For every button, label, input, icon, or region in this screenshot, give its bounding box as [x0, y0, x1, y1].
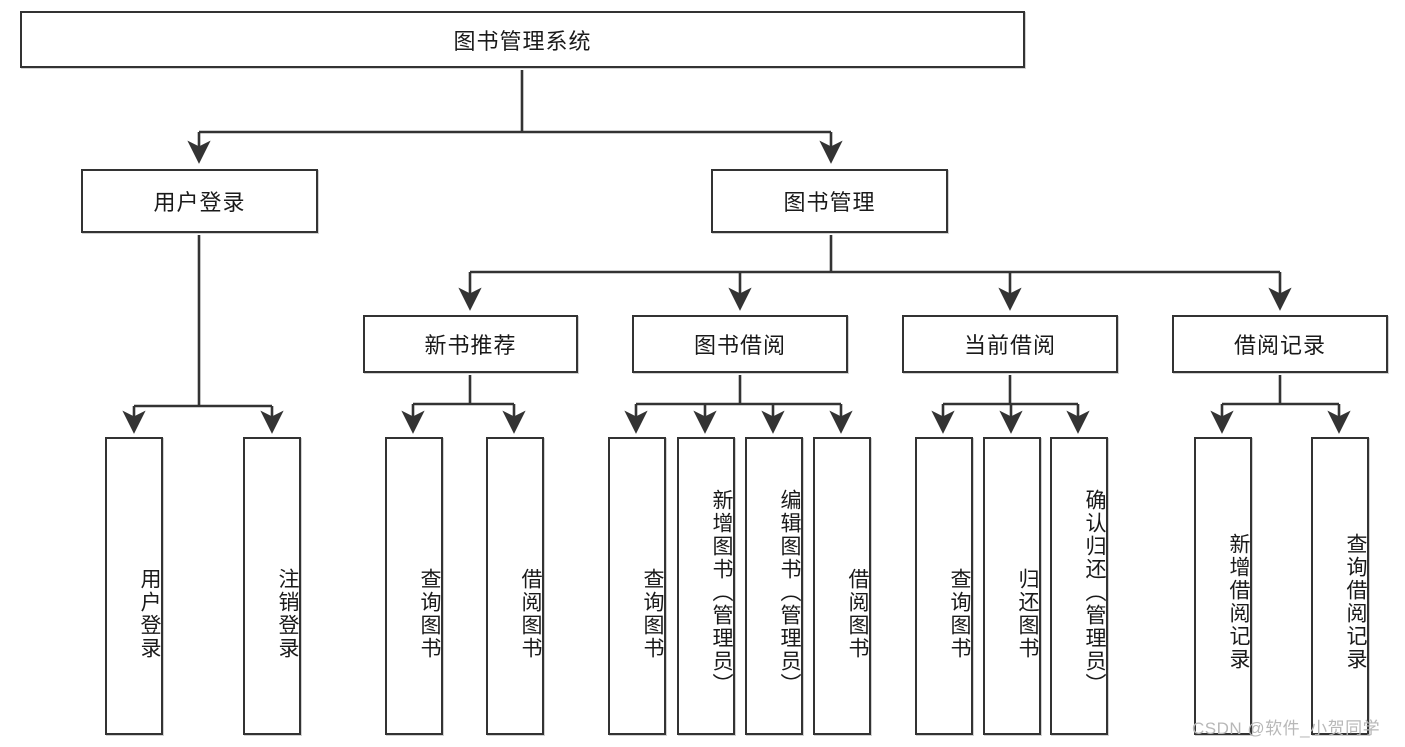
node-label: 新增借阅记录 [1227, 533, 1250, 671]
leaf-return-book[interactable]: 归还图书 [983, 437, 1041, 735]
leaf-add-record[interactable]: 新增借阅记录 [1194, 437, 1252, 735]
node-label: 注销登录 [276, 568, 299, 660]
leaf-query-book-3[interactable]: 查询图书 [915, 437, 973, 735]
node-label: 图书借阅 [693, 333, 786, 358]
node-label: 图书管理系统 [453, 28, 592, 54]
node-label: 借阅图书 [846, 568, 869, 660]
node-label: 用户登录 [138, 568, 161, 660]
node-book-management[interactable]: 图书管理 [711, 169, 948, 233]
node-label: 确认归还（管理员） [1083, 488, 1106, 696]
node-label: 当前借阅 [963, 333, 1056, 358]
node-label: 查询图书 [418, 568, 441, 660]
node-label: 编辑图书（管理员） [778, 488, 801, 696]
leaf-query-book-1[interactable]: 查询图书 [385, 437, 443, 735]
watermark-text: CSDN @软件_小贺同学 [1192, 719, 1381, 738]
node-label: 归还图书 [1016, 568, 1039, 660]
node-label: 查询借阅记录 [1344, 533, 1367, 671]
node-new-book-recommend[interactable]: 新书推荐 [363, 315, 578, 373]
node-label: 新书推荐 [424, 333, 517, 358]
node-borrow-record[interactable]: 借阅记录 [1172, 315, 1388, 373]
node-user-login[interactable]: 用户登录 [81, 169, 318, 233]
leaf-user-login[interactable]: 用户登录 [105, 437, 163, 735]
node-label: 借阅记录 [1233, 333, 1326, 358]
leaf-borrow-book-2[interactable]: 借阅图书 [813, 437, 871, 735]
leaf-logout-login[interactable]: 注销登录 [243, 437, 301, 735]
node-book-borrow[interactable]: 图书借阅 [632, 315, 848, 373]
leaf-add-book[interactable]: 新增图书（管理员） [677, 437, 735, 735]
node-label: 用户登录 [153, 190, 246, 215]
leaf-edit-book[interactable]: 编辑图书（管理员） [745, 437, 803, 735]
node-label: 查询图书 [641, 568, 664, 660]
node-current-borrow[interactable]: 当前借阅 [902, 315, 1118, 373]
node-root-system[interactable]: 图书管理系统 [20, 11, 1025, 68]
node-label: 新增图书（管理员） [710, 488, 733, 696]
node-label: 查询图书 [948, 568, 971, 660]
leaf-query-record[interactable]: 查询借阅记录 [1311, 437, 1369, 735]
leaf-query-book-2[interactable]: 查询图书 [608, 437, 666, 735]
node-label: 借阅图书 [519, 568, 542, 660]
node-label: 图书管理 [783, 190, 876, 215]
leaf-borrow-book-1[interactable]: 借阅图书 [486, 437, 544, 735]
leaf-confirm-return[interactable]: 确认归还（管理员） [1050, 437, 1108, 735]
